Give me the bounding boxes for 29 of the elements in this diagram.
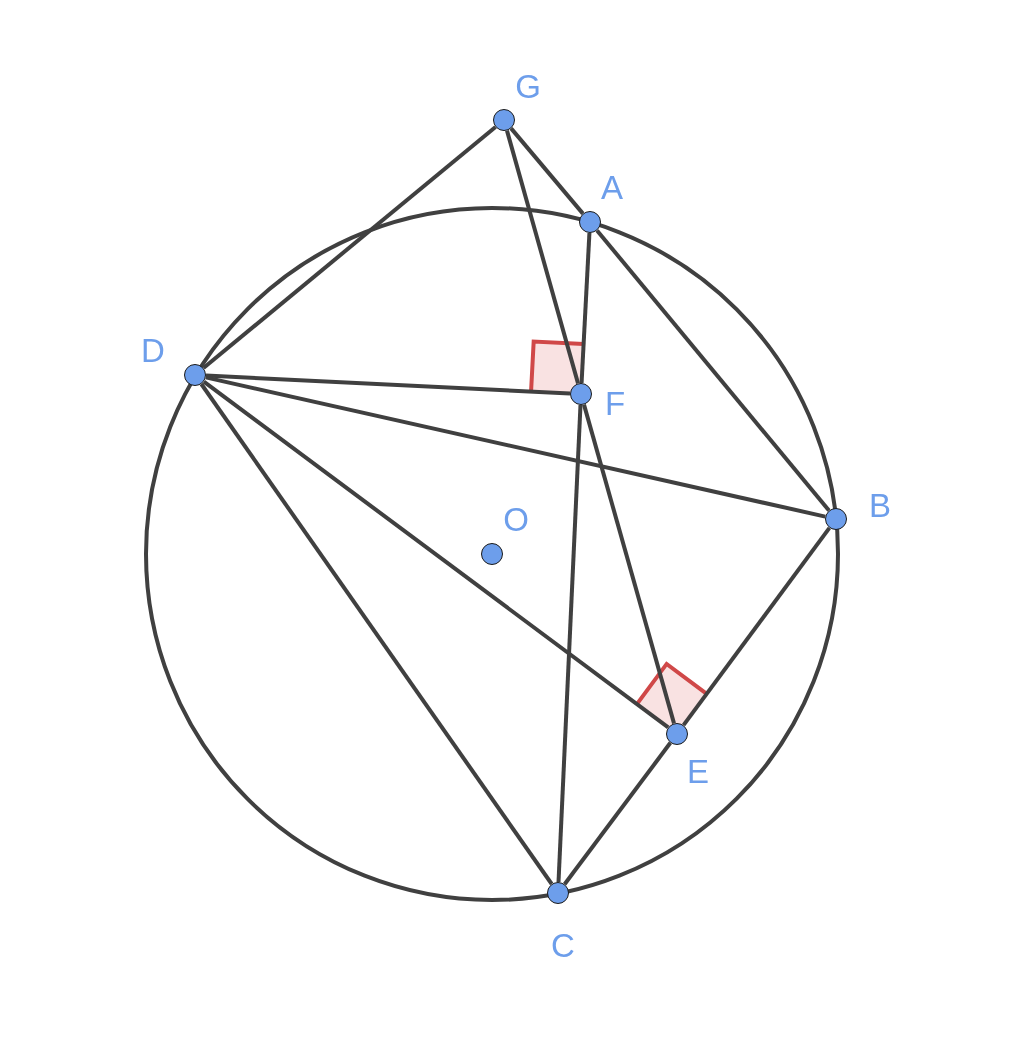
line-segment [202, 379, 670, 730]
point-label: O [503, 502, 529, 536]
point-dot [493, 109, 515, 131]
point-dot [547, 882, 569, 904]
line-segment [202, 125, 497, 370]
point-label: B [869, 488, 891, 522]
point-dot [666, 723, 688, 745]
point-label: E [687, 754, 709, 788]
line-segment [505, 130, 580, 384]
line-segment [199, 382, 554, 886]
line-segment [205, 373, 571, 396]
point-label: F [604, 386, 626, 420]
point-label: A [601, 170, 623, 204]
line-segment [681, 526, 832, 727]
point-dot [579, 211, 601, 233]
point-label: G [515, 69, 541, 103]
line-segment [509, 127, 585, 215]
line-segment [595, 229, 831, 512]
point-label: D [141, 333, 165, 367]
line-segment [563, 741, 672, 886]
line-segment [582, 404, 676, 724]
point-dot [825, 508, 847, 530]
line-segment [205, 375, 826, 519]
line-segment [579, 232, 592, 384]
point-dot [570, 383, 592, 405]
point-dot [481, 543, 503, 565]
point-dot [184, 364, 206, 386]
line-segment [556, 404, 583, 883]
point-label: C [551, 928, 575, 962]
